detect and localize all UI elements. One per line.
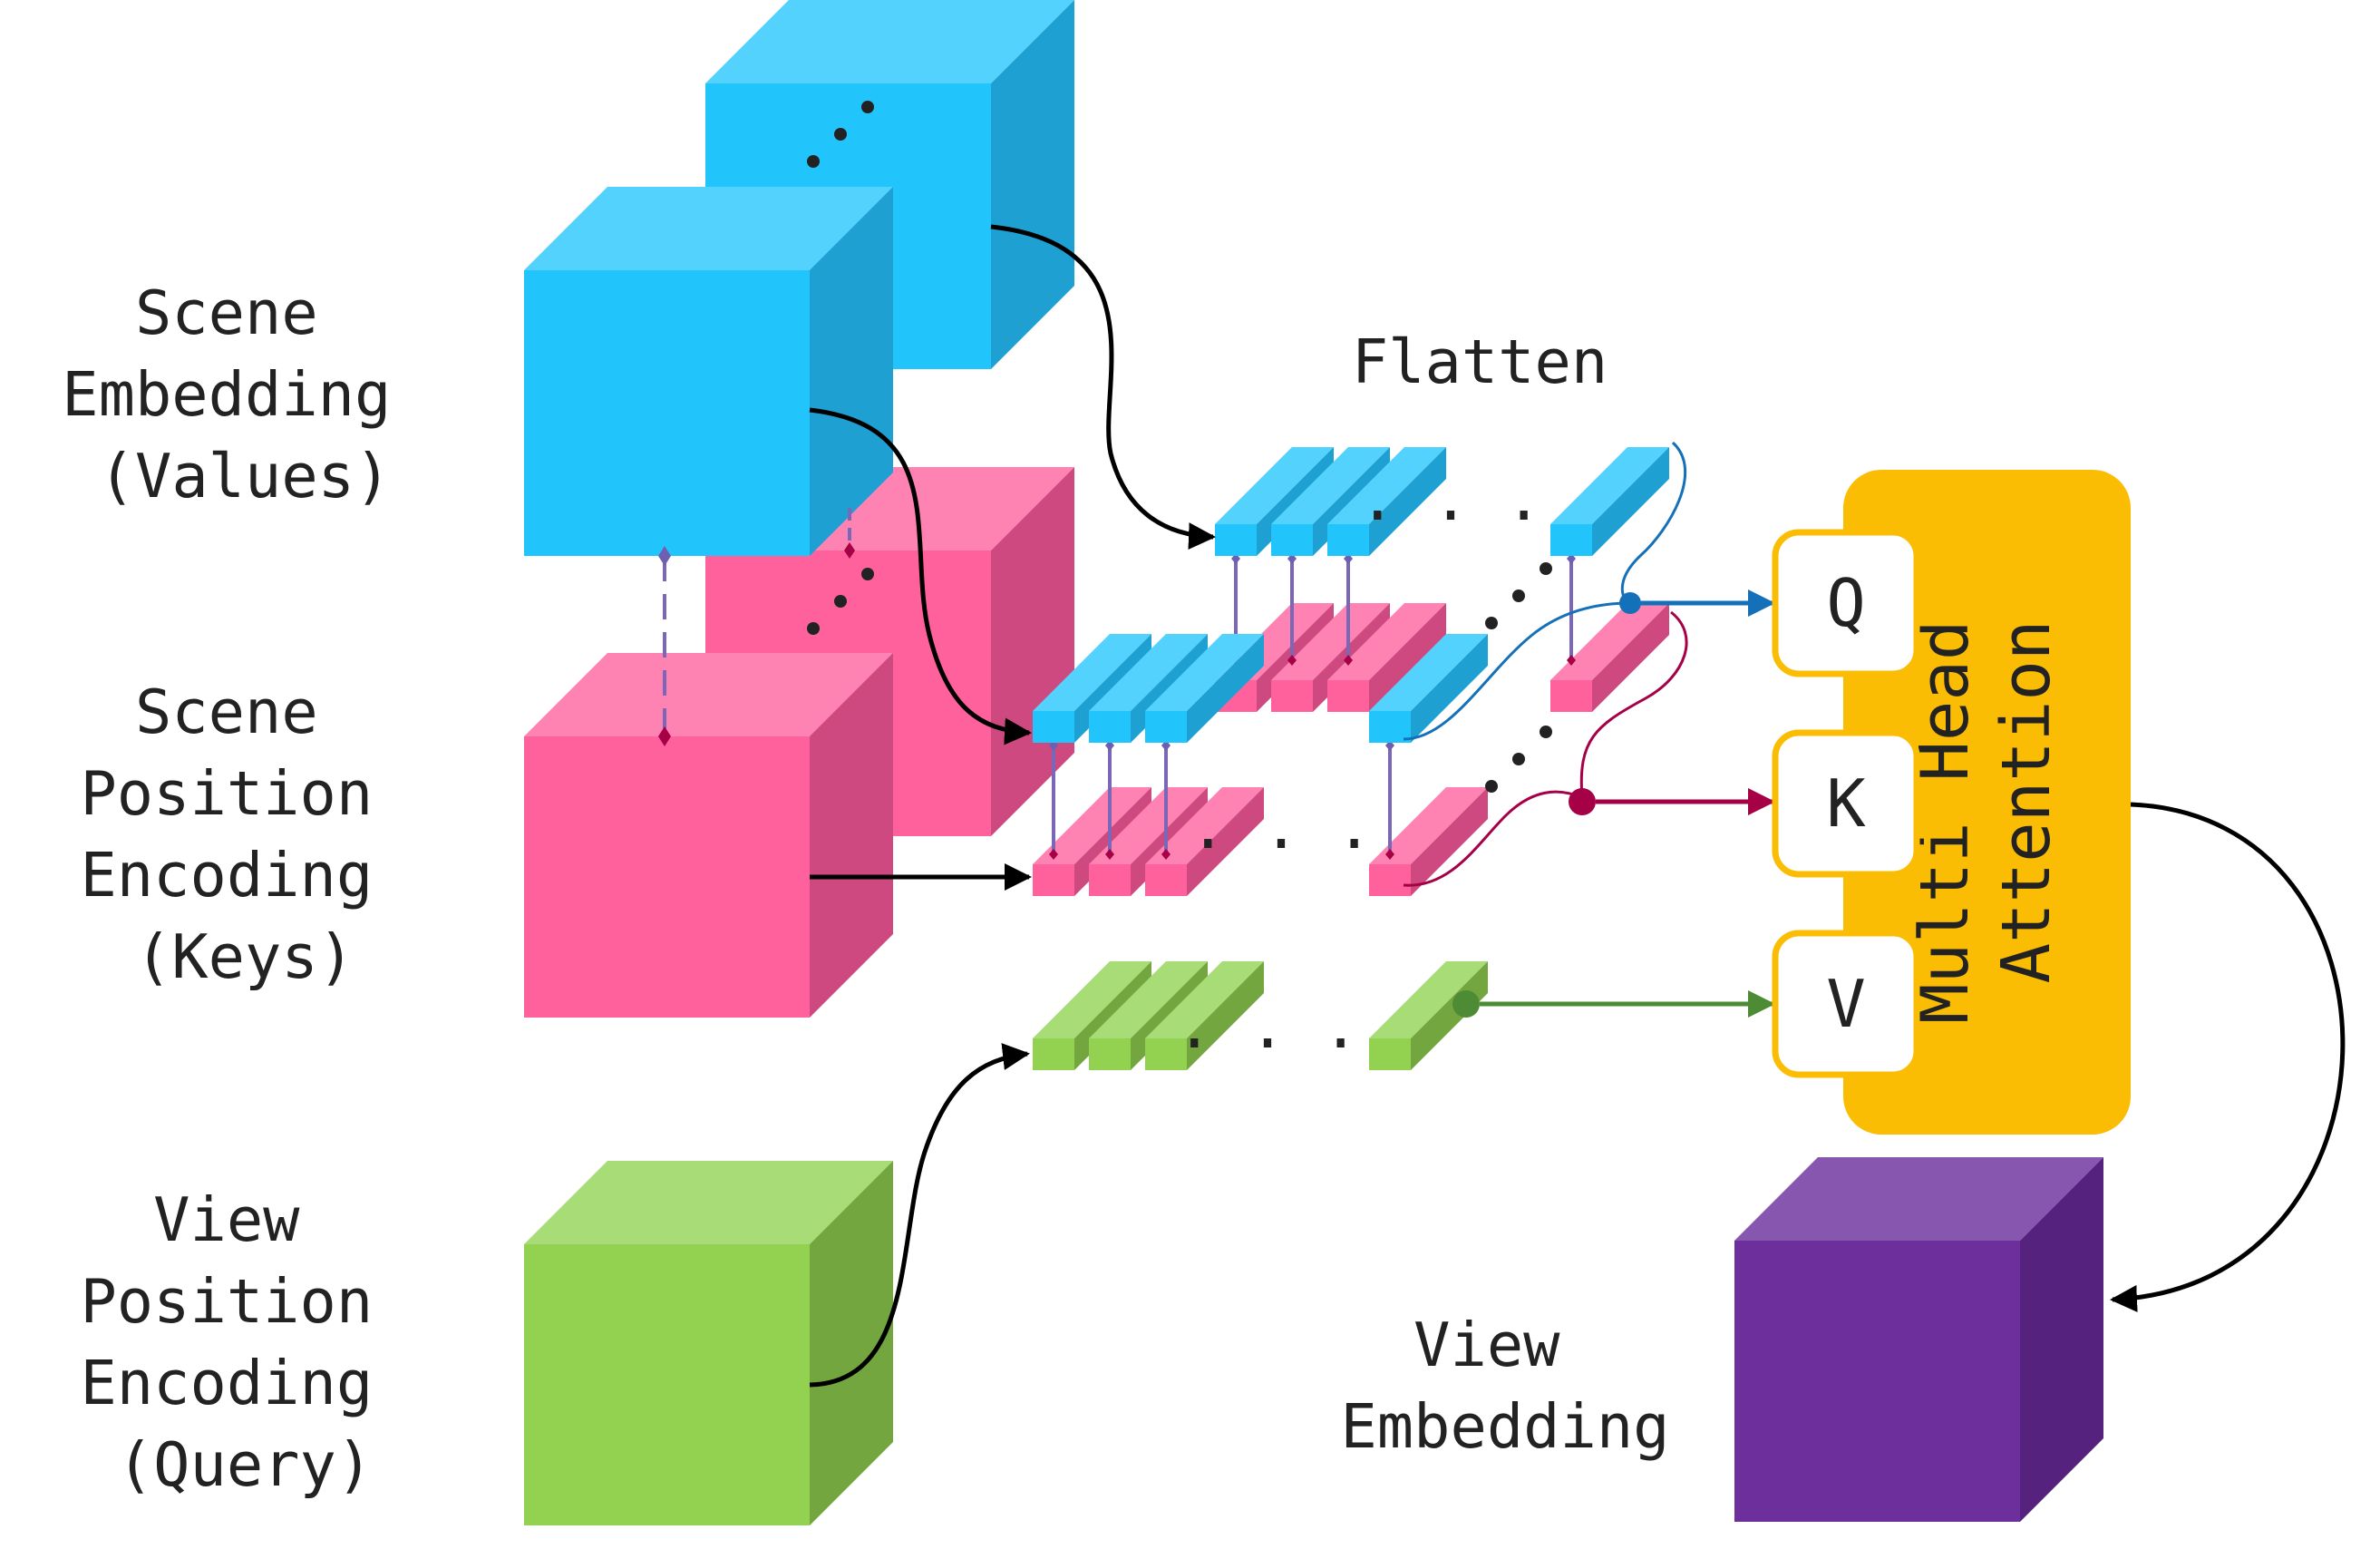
k-input-box: K: [1772, 729, 1920, 878]
scene-position-encoding-label: Scene Position Encoding (Keys): [80, 677, 409, 992]
query-token-routing: [1452, 990, 1775, 1018]
flatten-arrow-front: [809, 407, 1032, 745]
value-token-routing: [1403, 441, 1775, 741]
lower-value-token: [1145, 634, 1264, 743]
upper-value-token: [1550, 447, 1669, 556]
scene-embedding-cube: [524, 187, 893, 556]
query-token: [1369, 961, 1488, 1070]
lower-key-token: [1145, 787, 1264, 896]
cube-link-back: [844, 508, 855, 559]
cube-stack-ellipsis: [807, 101, 874, 635]
query-row-ellipsis: . . .: [1176, 991, 1359, 1062]
scene-embedding-label: Scene Embedding (Values): [62, 278, 427, 511]
v-input-box: V: [1772, 930, 1920, 1078]
q-input-box: Q: [1772, 529, 1920, 677]
flatten-label: Flatten: [1352, 326, 1608, 397]
view-position-encoding-cube: [524, 1161, 893, 1525]
svg-text:Q: Q: [1826, 565, 1865, 641]
svg-text:V: V: [1826, 966, 1865, 1042]
svg-text:K: K: [1826, 765, 1866, 842]
scene-position-encoding-cube: [524, 653, 893, 1018]
flatten-arrow-back: [990, 224, 1216, 550]
query-flatten-arrow: [809, 1043, 1030, 1388]
lower-key-token: [1369, 787, 1488, 896]
upper-key-token: [1327, 603, 1446, 712]
cube-link-front: [658, 546, 671, 746]
attention-output-arrow: [2110, 802, 2346, 1312]
upper-token-link: [1567, 553, 1576, 666]
view-position-encoding-label: View Position Encoding (Query): [80, 1184, 409, 1500]
upper-row-ellipsis: . . .: [1359, 463, 1542, 534]
view-embedding-label: View Embedding: [1340, 1310, 1669, 1462]
key-token-routing: [1403, 610, 1775, 887]
view-embedding-cube: [1734, 1157, 2103, 1522]
upper-value-token: [1327, 447, 1446, 556]
lower-value-token: [1369, 634, 1488, 743]
between-rows-ellipsis: [1485, 562, 1552, 793]
lower-row-ellipsis: . . .: [1190, 792, 1373, 862]
upper-key-token: [1550, 603, 1669, 712]
query-token: [1145, 961, 1264, 1070]
